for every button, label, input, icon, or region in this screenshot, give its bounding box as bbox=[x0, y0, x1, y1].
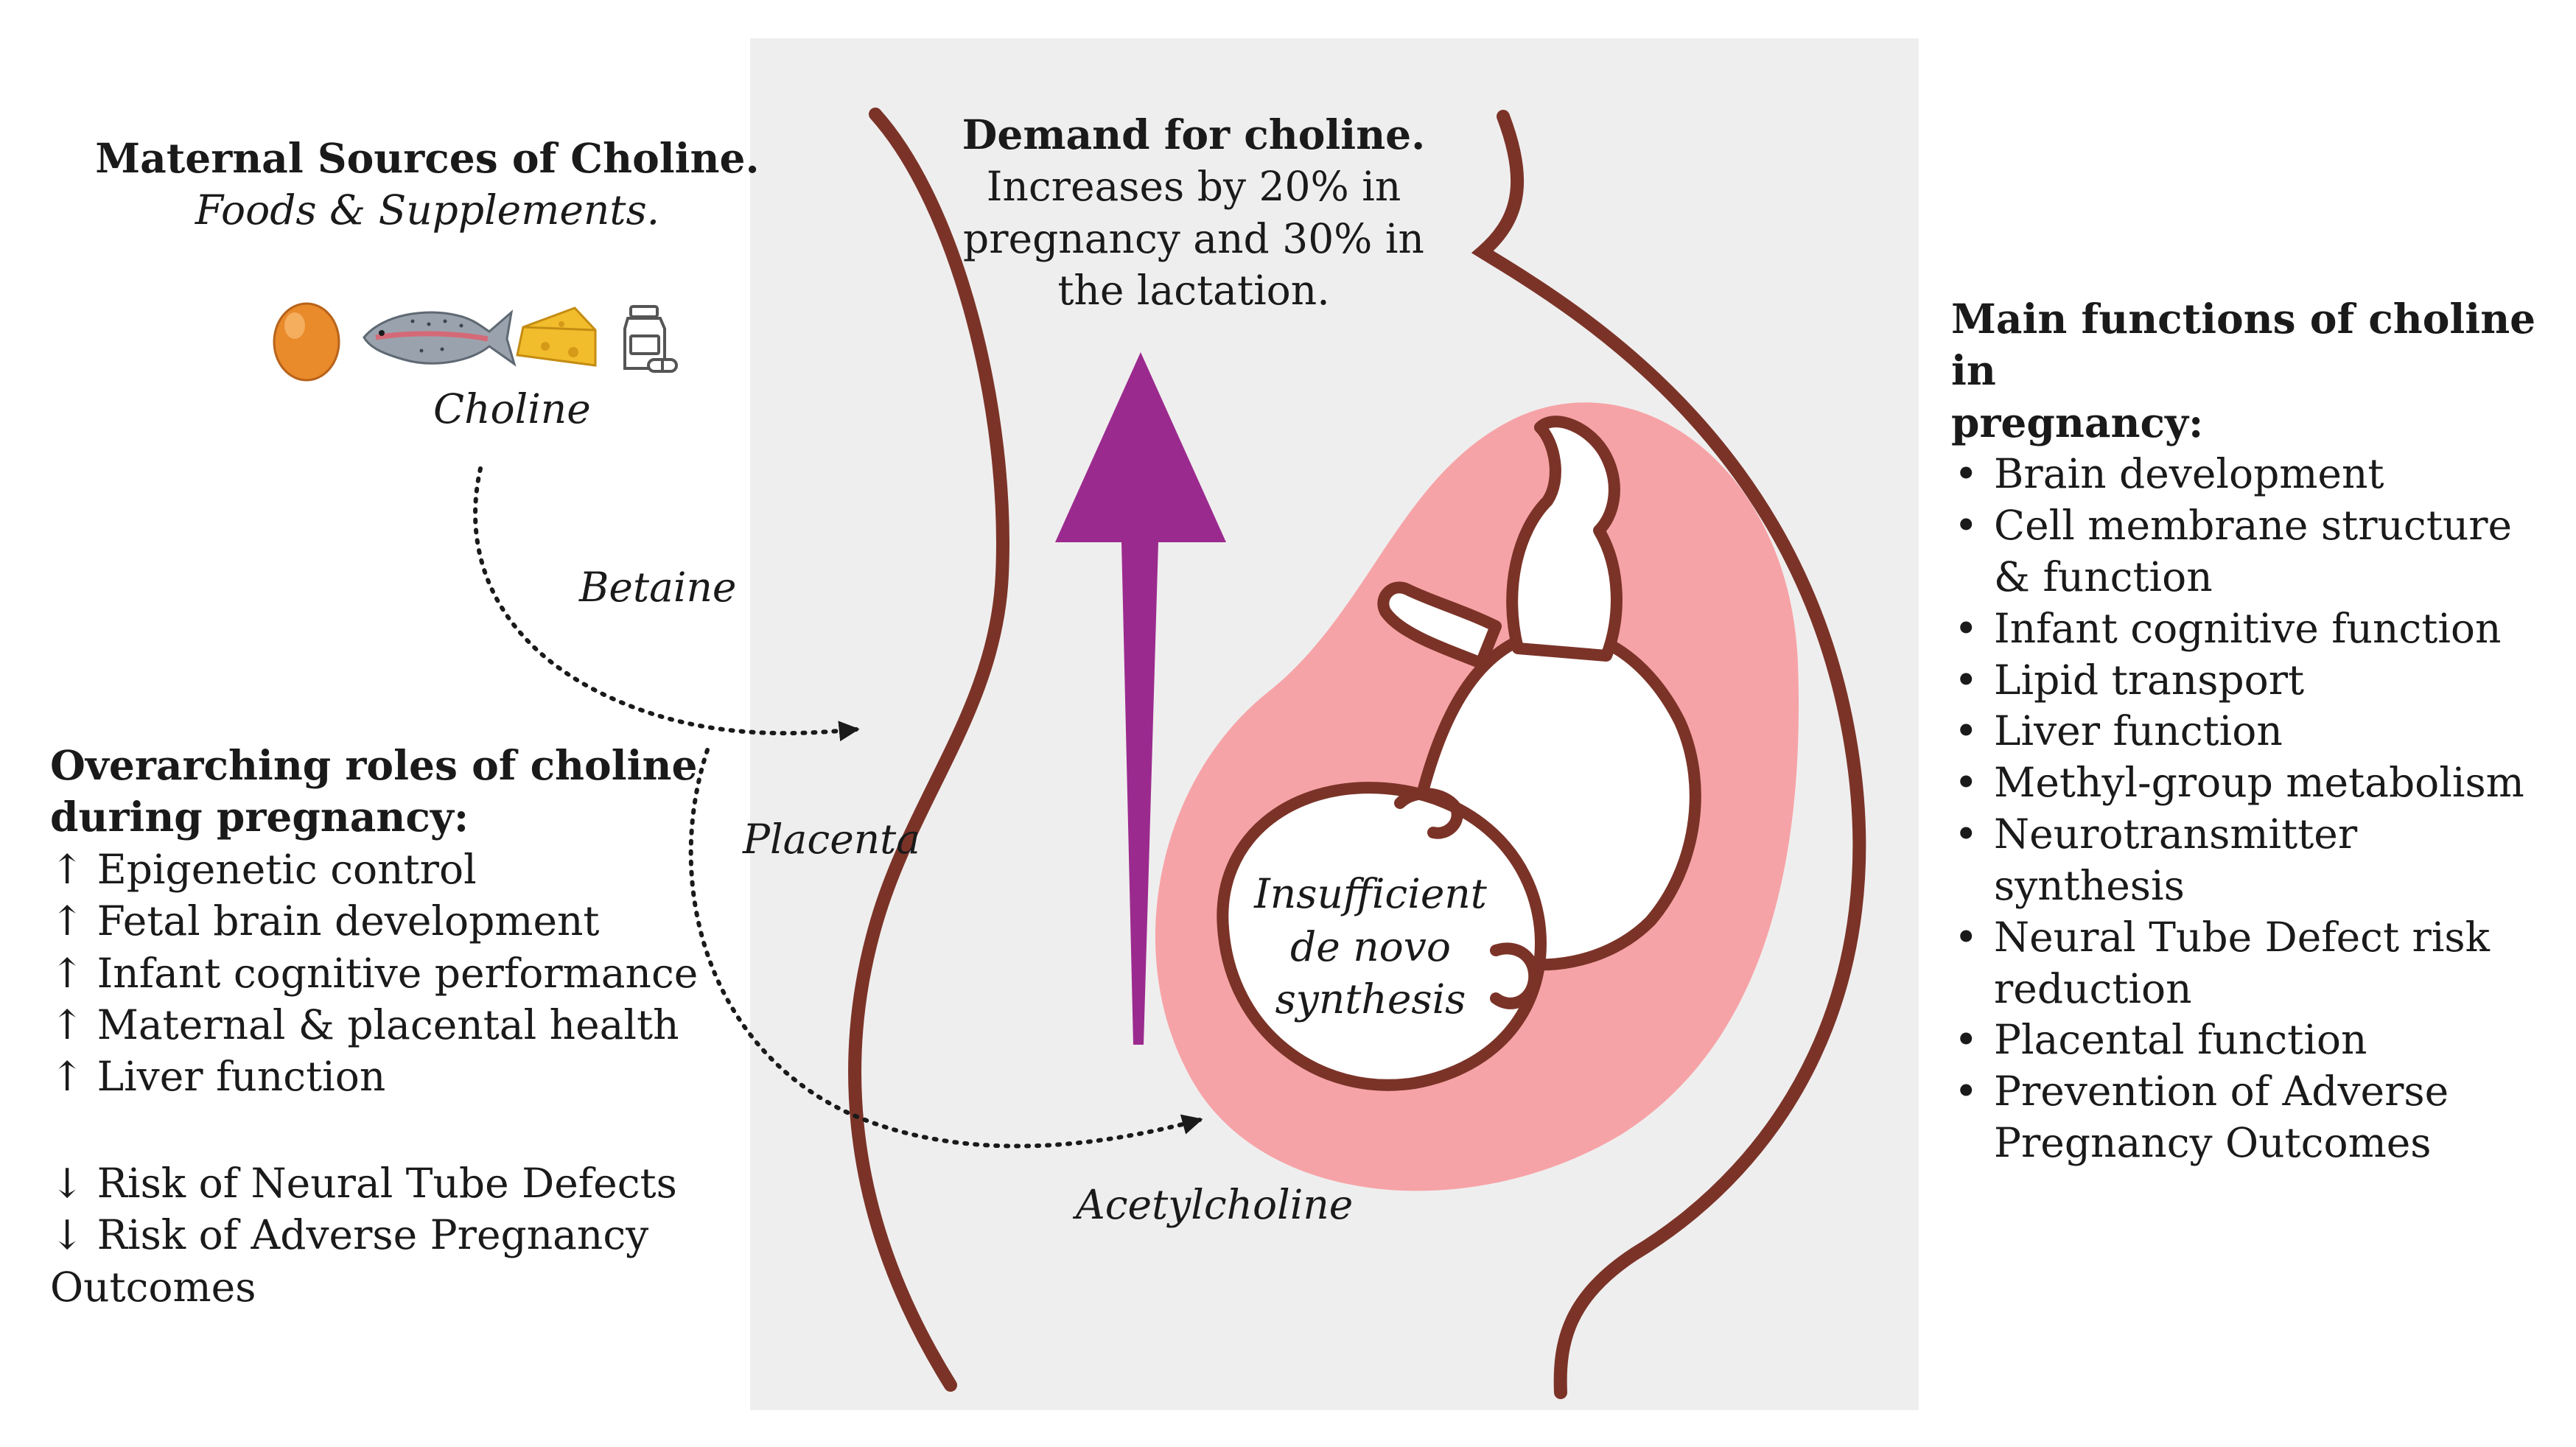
role-increase-item: ↑ Fetal brain development bbox=[50, 897, 600, 945]
placenta-label: Placenta bbox=[743, 816, 921, 863]
function-item: Liver function bbox=[1951, 706, 2555, 757]
demand-line: Increases by 20% in bbox=[986, 163, 1401, 211]
main-functions-title: Main functions of choline in bbox=[1951, 295, 2536, 395]
acetylcholine-dotted-arrow bbox=[688, 748, 1203, 1149]
cheese-icon bbox=[516, 306, 597, 367]
mother-belly-outline bbox=[1471, 110, 1866, 1399]
demand-block: Demand for choline. Increases by 20% in … bbox=[914, 109, 1474, 317]
demand-arrow bbox=[1055, 352, 1226, 1045]
betaine-label: Betaine bbox=[579, 564, 737, 611]
egg-icon bbox=[273, 302, 340, 382]
overarching-roles-block: Overarching roles of choline during preg… bbox=[50, 740, 787, 1313]
fetus-illustration bbox=[1217, 416, 1701, 1091]
choline-label: Choline bbox=[433, 385, 591, 432]
demand-title: Demand for choline. bbox=[962, 111, 1426, 158]
demand-line: pregnancy and 30% in bbox=[963, 214, 1424, 262]
function-item: Prevention of Adverse Pregnancy Outcomes bbox=[1951, 1066, 2555, 1169]
role-increase-item: ↑ Liver function bbox=[50, 1053, 386, 1101]
function-item: Lipid transport bbox=[1951, 655, 2555, 707]
function-item: Infant cognitive function bbox=[1951, 603, 2555, 655]
mother-back-outline bbox=[848, 108, 1009, 1392]
role-increase-item: ↑ Epigenetic control bbox=[50, 845, 477, 893]
role-increase-item: ↑ Infant cognitive performance bbox=[50, 949, 699, 997]
maternal-sources-title: Maternal Sources of Choline. bbox=[95, 134, 760, 182]
acetylcholine-label: Acetylcholine bbox=[1076, 1181, 1354, 1228]
function-item: Cell membrane structure & function bbox=[1951, 500, 2555, 603]
insufficient-line: de novo bbox=[1290, 922, 1451, 970]
demand-line: the lactation. bbox=[1057, 267, 1330, 315]
overarching-roles-title: Overarching roles of choline bbox=[50, 741, 698, 789]
function-item: Methyl-group metabolism bbox=[1951, 757, 2555, 809]
role-decrease-item: ↓ Risk of Adverse Pregnancy bbox=[50, 1211, 649, 1259]
role-decrease-item: Outcomes bbox=[50, 1263, 256, 1311]
role-decrease-item: ↓ Risk of Neural Tube Defects bbox=[50, 1159, 677, 1207]
function-item: Neural Tube Defect risk reduction bbox=[1951, 912, 2555, 1015]
roles-spacer bbox=[50, 1103, 787, 1157]
fish-icon bbox=[363, 309, 517, 367]
function-item: Brain development bbox=[1951, 449, 2555, 500]
main-functions-block: Main functions of choline in pregnancy: … bbox=[1951, 293, 2555, 1169]
maternal-sources-block: Maternal Sources of Choline. Foods & Sup… bbox=[88, 133, 766, 237]
overarching-roles-title: during pregnancy: bbox=[50, 793, 469, 841]
function-item: Placental function bbox=[1951, 1015, 2555, 1066]
main-functions-title: pregnancy: bbox=[1951, 398, 2204, 446]
insufficient-line: Insufficient bbox=[1254, 870, 1487, 917]
function-item: Neurotransmitter synthesis bbox=[1951, 809, 2555, 912]
supplement-bottle-icon bbox=[623, 305, 678, 373]
maternal-sources-subtitle: Foods & Supplements. bbox=[195, 186, 660, 234]
insufficient-line: synthesis bbox=[1275, 975, 1466, 1023]
role-increase-item: ↑ Maternal & placental health bbox=[50, 1001, 679, 1048]
insufficient-synthesis-label: Insufficient de novo synthesis bbox=[1223, 868, 1518, 1026]
main-functions-list: Brain development Cell membrane structur… bbox=[1951, 449, 2555, 1169]
